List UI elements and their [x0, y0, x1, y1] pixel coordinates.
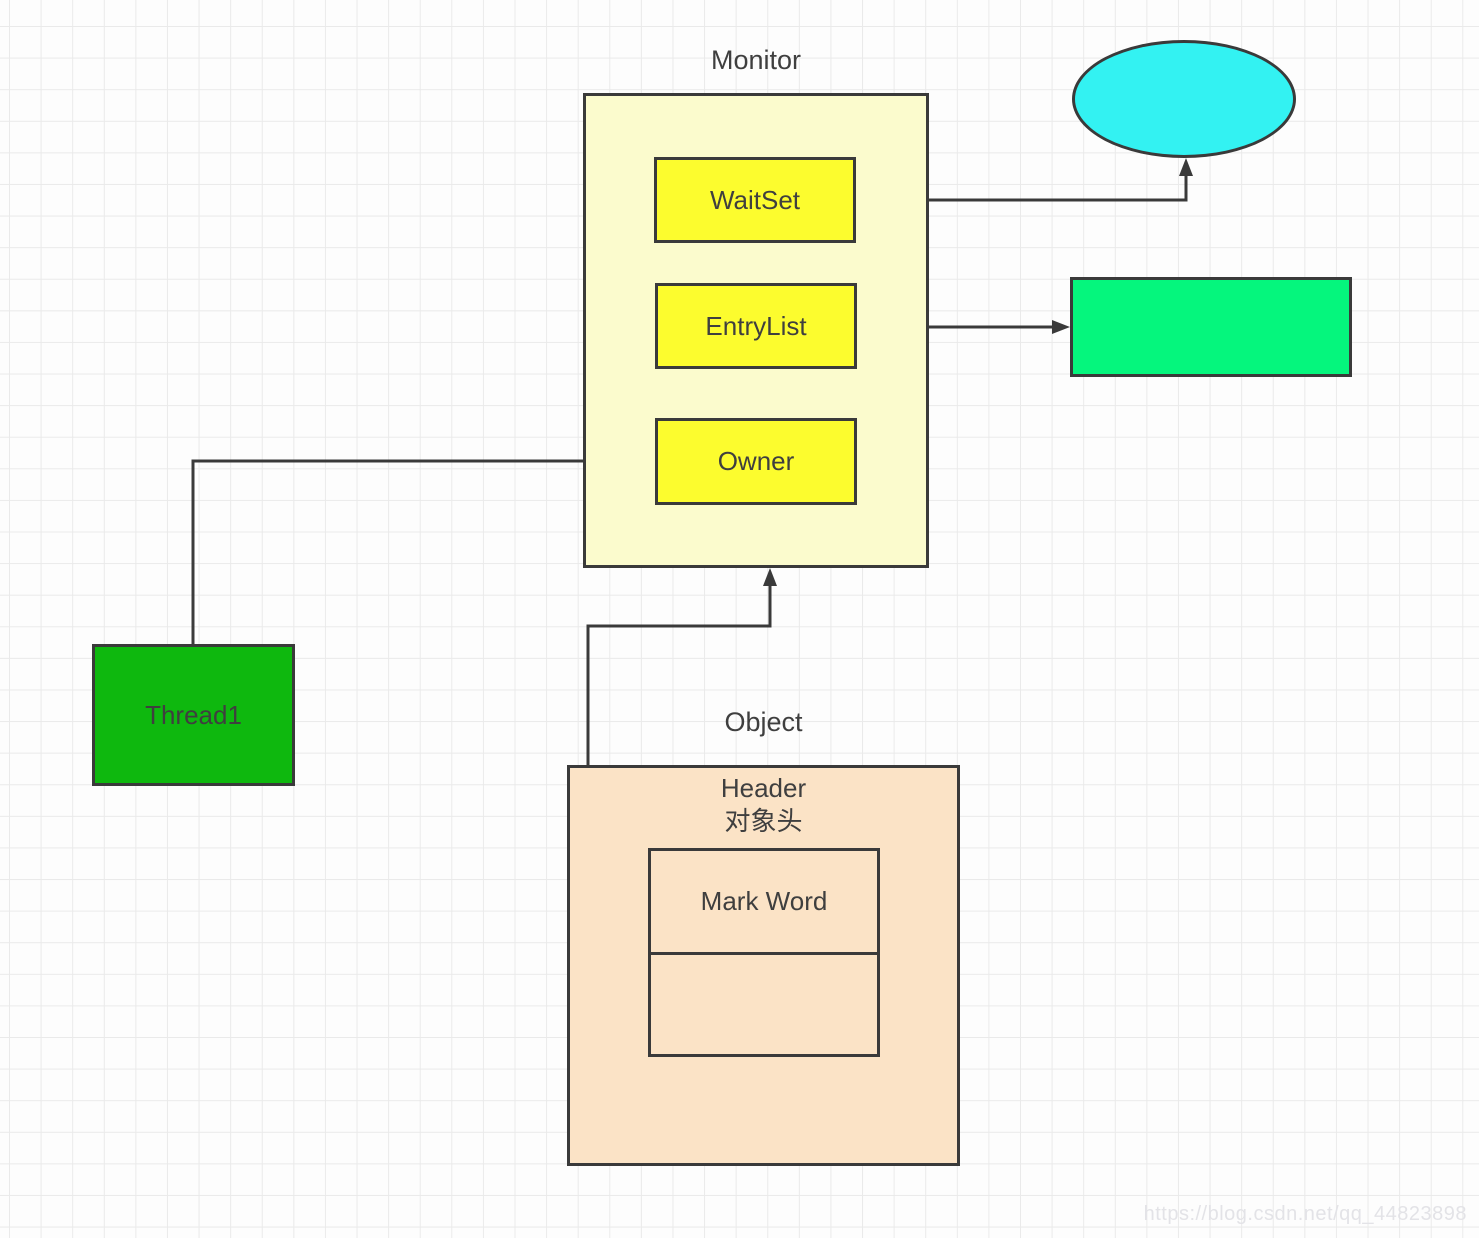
thread1-label: Thread1: [145, 699, 242, 730]
monitor-title: Monitor: [710, 45, 802, 75]
thread1-to-owner-arrow: [191, 454, 655, 644]
owner-label: Owner: [717, 446, 795, 476]
mark-word-label: Mark Word: [700, 886, 828, 916]
watermark-text: https://blog.csdn.net/qq_44823898: [1143, 1203, 1467, 1225]
object-header: Header 对象头: [567, 772, 960, 838]
object-title: Object: [724, 707, 803, 737]
owner-box: Owner: [655, 418, 857, 505]
waitset-box: WaitSet: [654, 157, 856, 243]
waiting-thread-ellipse: [1072, 40, 1296, 158]
waitset-label: WaitSet: [709, 184, 801, 215]
entrylist-label: EntryList: [705, 310, 807, 341]
blocked-thread-rect: [1070, 277, 1352, 377]
object-header-en: Header: [720, 773, 807, 803]
mark-word-empty-cell: [648, 952, 880, 1057]
object-header-zh: 对象头: [724, 806, 803, 836]
mark-word-cell: Mark Word: [648, 848, 880, 955]
entrylist-box: EntryList: [655, 283, 857, 369]
thread1-box: Thread1: [92, 644, 295, 786]
